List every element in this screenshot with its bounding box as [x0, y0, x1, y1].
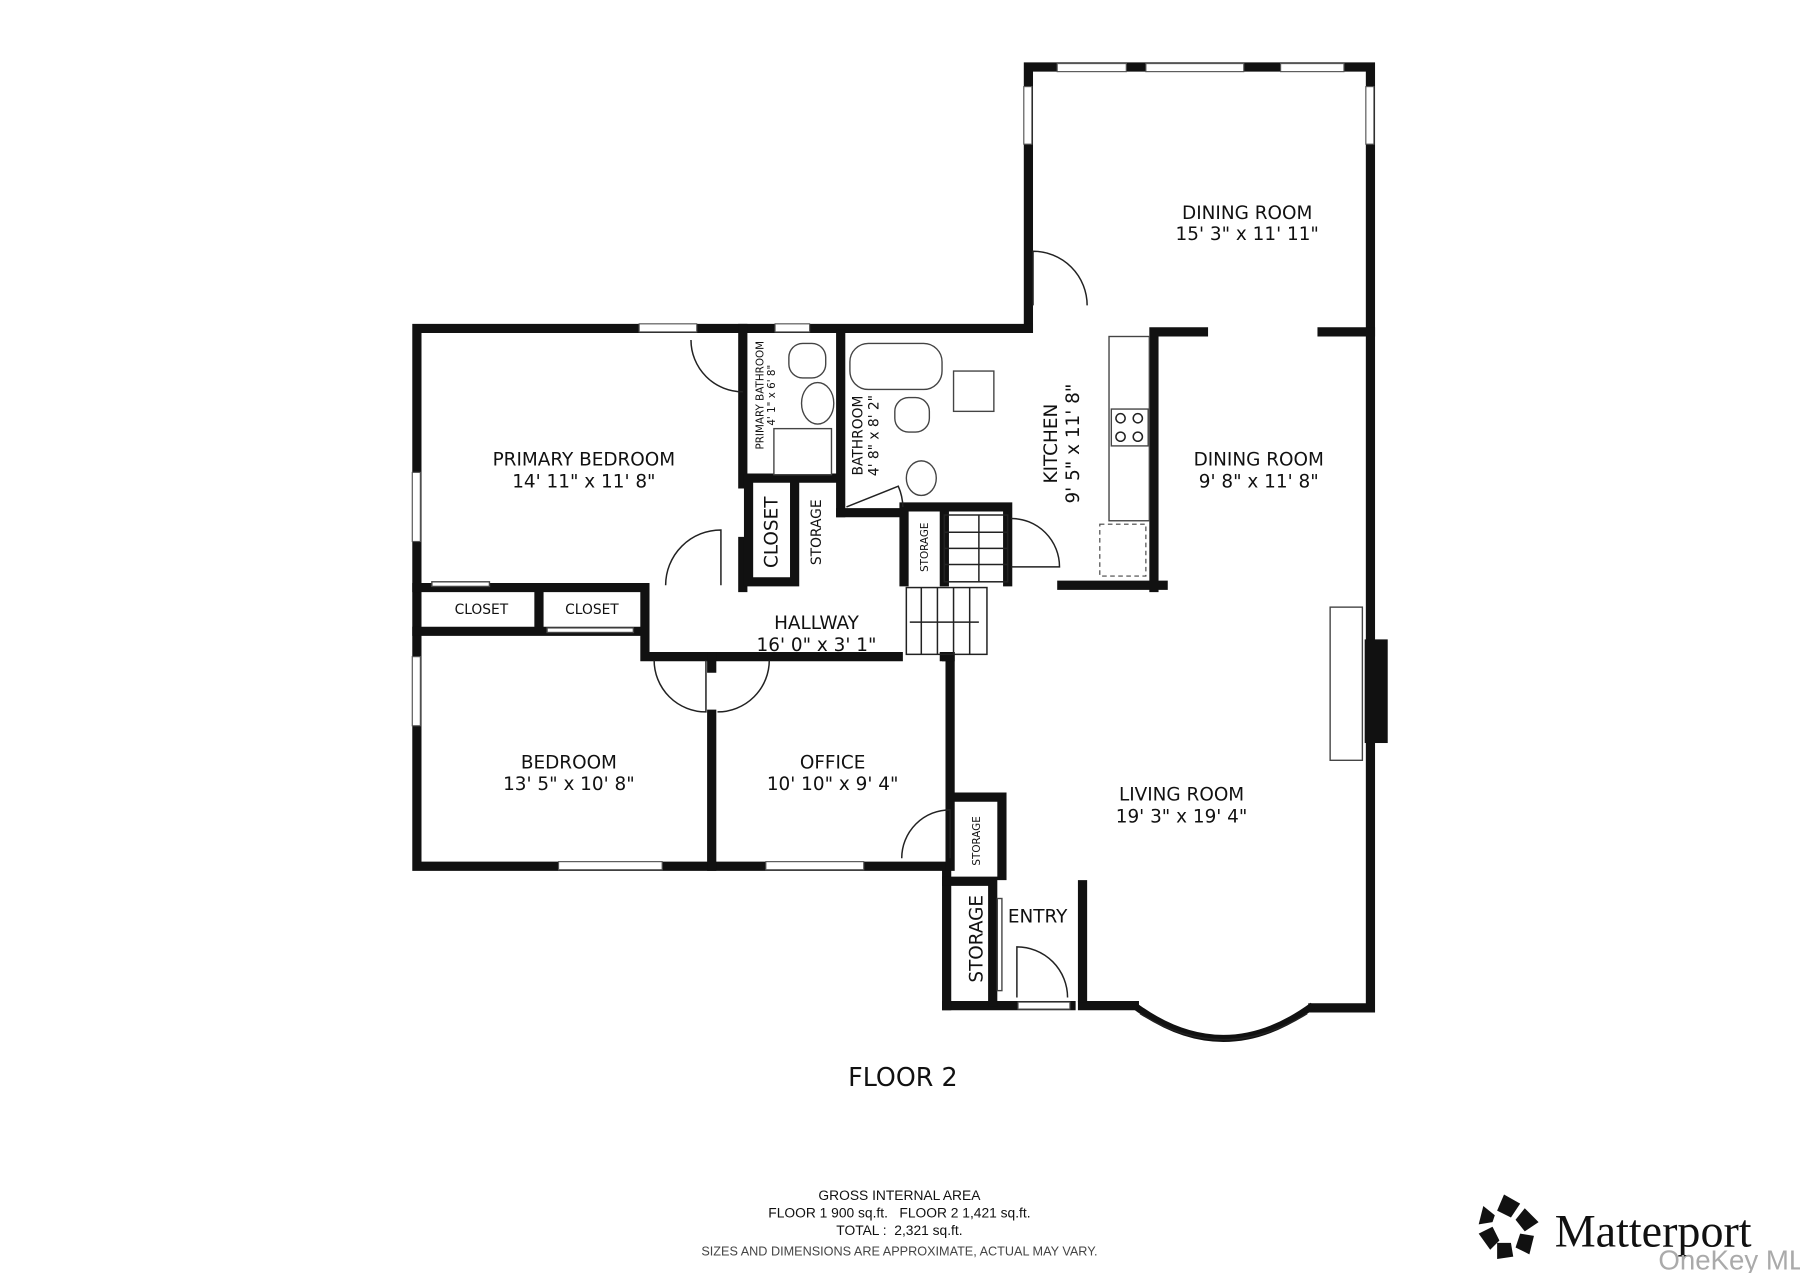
stairs: [905, 514, 1009, 656]
room-dims: 14' 11" x 11' 8": [512, 471, 655, 492]
onekey-mls-watermark: OneKey MLS: [1658, 1244, 1800, 1273]
room-living-room: LIVING ROOM 19' 3" x 19' 4": [1116, 785, 1248, 828]
area-floors: FLOOR 1 900 sq.ft. FLOOR 2 1,421 sq.ft.: [768, 1204, 1030, 1220]
fixtures: [773, 335, 1151, 577]
room-office: OFFICE 10' 10" x 9' 4": [767, 752, 899, 795]
room-hallway: HALLWAY 16' 0" x 3' 1": [757, 613, 877, 656]
room-name: BEDROOM: [521, 752, 617, 773]
matterport-logo-icon: [1478, 1194, 1539, 1259]
matterport-wordmark: Matterport: [1555, 1205, 1752, 1256]
room-storage-3: STORAGE: [971, 816, 983, 865]
room-dims: 4' 8" x 8' 2": [867, 395, 883, 476]
room-storage-1: STORAGE: [809, 499, 825, 565]
disclaimer: SIZES AND DIMENSIONS ARE APPROXIMATE, AC…: [701, 1245, 1097, 1259]
room-dims: 13' 5" x 10' 8": [503, 774, 635, 795]
room-storage-4: STORAGE: [966, 895, 987, 983]
room-dining-room-1: DINING ROOM 15' 3" x 11' 11": [1176, 203, 1319, 245]
room-name: LIVING ROOM: [1119, 785, 1244, 806]
room-bedroom: BEDROOM 13' 5" x 10' 8": [503, 752, 635, 795]
room-name: KITCHEN: [1041, 404, 1062, 484]
hearth: [1329, 606, 1364, 761]
bay-window: [1132, 1002, 1315, 1042]
room-entry: ENTRY: [1008, 907, 1068, 928]
room-closet-1: CLOSET: [761, 496, 782, 568]
room-name: DINING ROOM: [1182, 203, 1312, 224]
room-primary-bedroom: PRIMARY BEDROOM 14' 11" x 11' 8": [493, 449, 676, 492]
room-dims: 10' 10" x 9' 4": [767, 774, 899, 795]
fireplace: [1364, 639, 1388, 744]
room-dims: 9' 8" x 11' 8": [1199, 471, 1319, 492]
room-dims: 16' 0" x 3' 1": [757, 635, 877, 656]
room-dims: 19' 3" x 19' 4": [1116, 806, 1248, 827]
room-bathroom: BATHROOM 4' 8" x 8' 2": [851, 395, 883, 476]
room-dims: 4' 1" x 6' 8": [766, 365, 778, 426]
room-dims: 9' 5" x 11' 8": [1063, 384, 1084, 504]
doors: [431, 250, 1088, 998]
room-name: HALLWAY: [774, 613, 860, 634]
room-name: DINING ROOM: [1194, 449, 1324, 470]
room-closet-2: CLOSET: [455, 602, 509, 618]
room-primary-bathroom: PRIMARY BATHROOM 4' 1" x 6' 8": [755, 341, 779, 450]
area-heading: GROSS INTERNAL AREA: [818, 1187, 981, 1203]
room-storage-2: STORAGE: [919, 523, 931, 572]
area-summary: GROSS INTERNAL AREA FLOOR 1 900 sq.ft. F…: [701, 1187, 1097, 1258]
floor-label: FLOOR 2: [848, 1062, 957, 1092]
room-name: BATHROOM: [851, 396, 867, 476]
room-name: OFFICE: [800, 752, 866, 773]
walls: [412, 62, 1376, 1013]
windows: [411, 62, 1375, 1010]
room-closet-3: CLOSET: [565, 602, 619, 618]
room-kitchen: KITCHEN 9' 5" x 11' 8": [1041, 384, 1084, 504]
area-total: TOTAL : 2,321 sq.ft.: [836, 1222, 962, 1238]
room-dining-room-2: DINING ROOM 9' 8" x 11' 8": [1194, 449, 1324, 492]
room-name: PRIMARY BATHROOM: [755, 341, 767, 450]
room-name: PRIMARY BEDROOM: [493, 449, 676, 470]
room-dims: 15' 3" x 11' 11": [1176, 224, 1319, 245]
matterport-logo: Matterport: [1478, 1194, 1752, 1259]
